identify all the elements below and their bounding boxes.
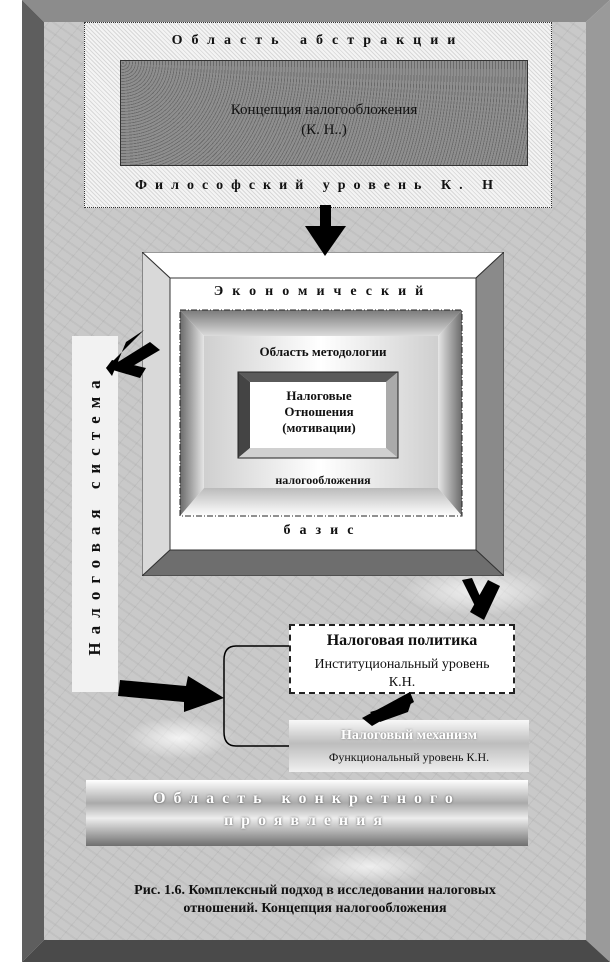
taxation-concept-text: Концепция налогообложения (К. Н..) (120, 100, 528, 140)
tax-policy-title: Налоговая политика (326, 632, 478, 649)
taxation-label: налогообложения (275, 473, 371, 487)
arrow-down-icon (305, 205, 346, 256)
policy-line-1: Институциональный уровень (314, 657, 490, 672)
tax-mechanism-box (289, 720, 529, 772)
tax-policy-box (289, 624, 515, 694)
concrete-line-2: проявления (223, 812, 391, 829)
concrete-line-1: Область конкретного (153, 790, 461, 807)
relations-line-1: Налоговые (286, 388, 352, 403)
connector-bracket (223, 645, 289, 747)
tax-mechanism-subtitle: Функциональный уровень К.Н. (328, 750, 490, 764)
tax-policy-subtitle: Институциональный уровень К.Н. (289, 656, 515, 692)
relations-line-2: Отношения (284, 404, 354, 419)
abstraction-area-title: Область абстракции (171, 33, 465, 48)
arrow-mechanism-to-policy-icon (362, 692, 414, 726)
policy-line-2: К.Н. (388, 675, 416, 690)
economic-title: Экономический (213, 284, 433, 299)
arrow-to-policy-icon (462, 578, 500, 620)
arrow-to-system-icon (106, 330, 160, 378)
tax-system-box (72, 336, 118, 692)
concrete-area-box (86, 780, 528, 846)
economic-basis-frame (142, 252, 504, 576)
basis-label: базис (283, 523, 363, 538)
caption-line-2: отношений. Концепция налогообложения (183, 901, 447, 916)
tax-relations-text: Налоговые Отношения (мотивации) (244, 388, 394, 436)
methodology-area-label: Область методологии (259, 344, 387, 359)
taxation-concept-box (120, 60, 528, 166)
concept-line-1: Концепция налогообложения (230, 102, 418, 118)
figure-caption: Рис. 1.6. Комплексный подход в исследова… (44, 882, 586, 918)
concept-line-2: (К. Н..) (301, 122, 347, 138)
philosophical-level-label: Философский уровень К. Н (135, 178, 501, 193)
arrow-system-to-hub-icon (118, 676, 224, 712)
tax-mechanism-title: Налоговый механизм (341, 728, 477, 743)
concrete-area-text: Область конкретного проявления (86, 788, 528, 832)
caption-line-1: Рис. 1.6. Комплексный подход в исследова… (134, 883, 496, 898)
outer-frame (22, 0, 610, 962)
relations-line-3: (мотивации) (282, 420, 356, 435)
